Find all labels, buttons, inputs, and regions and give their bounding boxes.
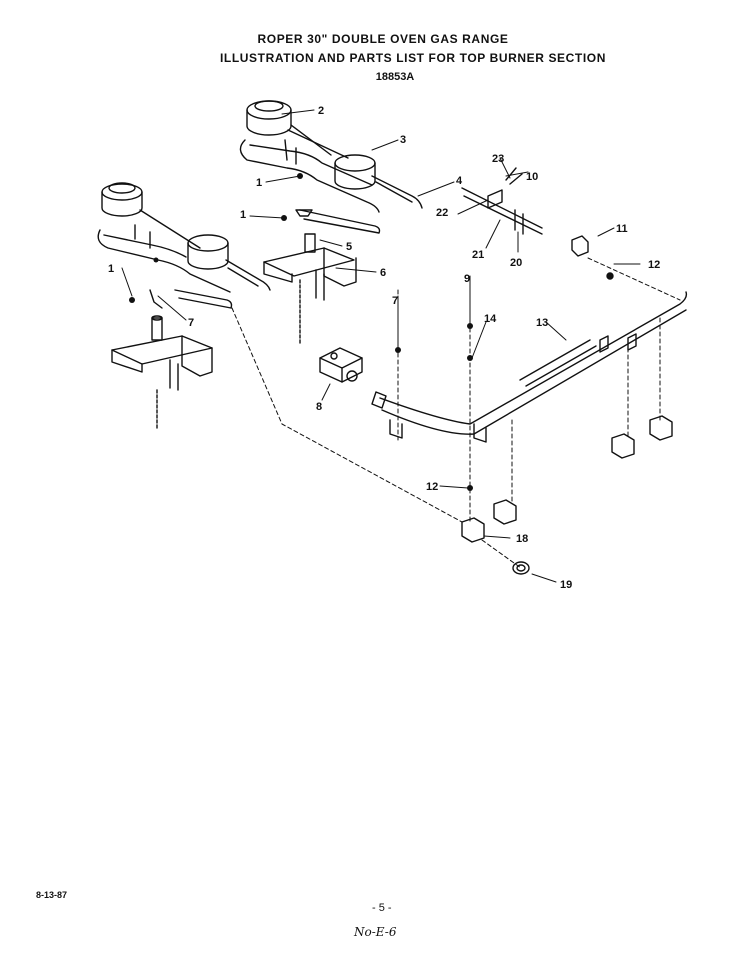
callout-23: 23 [492, 153, 504, 165]
front-burner-bracket [111, 289, 213, 431]
callout-numbers: 2 3 1 4 1 5 6 1 7 7 8 9 10 11 12 12 13 1… [108, 105, 660, 591]
orifice-assembly [461, 167, 614, 280]
callout-6: 6 [380, 267, 386, 279]
print-date: 8-13-87 [36, 890, 68, 900]
callout-13: 13 [536, 317, 548, 329]
callout-12a: 12 [648, 259, 660, 271]
rear-burner-bracket [263, 209, 357, 345]
callout-20: 20 [510, 257, 522, 269]
callout-7b: 7 [392, 295, 398, 307]
callout-9: 9 [464, 273, 470, 285]
callout-8: 8 [316, 401, 322, 413]
front-burner-assembly [97, 182, 271, 309]
callout-4: 4 [456, 175, 463, 187]
rear-burner-assembly [239, 100, 423, 234]
callout-3: 3 [400, 134, 406, 146]
callout-12b: 12 [426, 481, 438, 493]
manifold-pipe [371, 291, 688, 443]
callout-5: 5 [346, 241, 352, 253]
callout-21: 21 [472, 249, 484, 261]
page-subtitle: ILLUSTRATION AND PARTS LIST FOR TOP BURN… [219, 51, 606, 65]
callout-1a: 1 [256, 177, 262, 189]
callout-19: 19 [560, 579, 572, 591]
callout-2: 2 [318, 105, 324, 117]
page-title: ROPER 30" DOUBLE OVEN GAS RANGE [257, 32, 509, 46]
callout-10: 10 [526, 171, 538, 183]
gas-regulator [319, 347, 363, 383]
dashed-leader-lines [231, 257, 681, 569]
callout-18: 18 [516, 533, 528, 545]
page-header: ROPER 30" DOUBLE OVEN GAS RANGE ILLUSTRA… [0, 30, 750, 86]
callout-22: 22 [436, 207, 448, 219]
callout-7a: 7 [188, 317, 194, 329]
page-number: - 5 - [372, 902, 392, 914]
callout-11: 11 [616, 223, 628, 235]
callout-14: 14 [484, 313, 497, 325]
callout-1c: 1 [108, 263, 114, 275]
callout-1b: 1 [240, 209, 246, 221]
burner-valves [461, 415, 673, 575]
callout-leaders [121, 109, 641, 583]
diagram-code: 18853A [375, 71, 415, 83]
handwritten-note: No-E-6 [354, 925, 397, 939]
fasteners [129, 173, 473, 491]
